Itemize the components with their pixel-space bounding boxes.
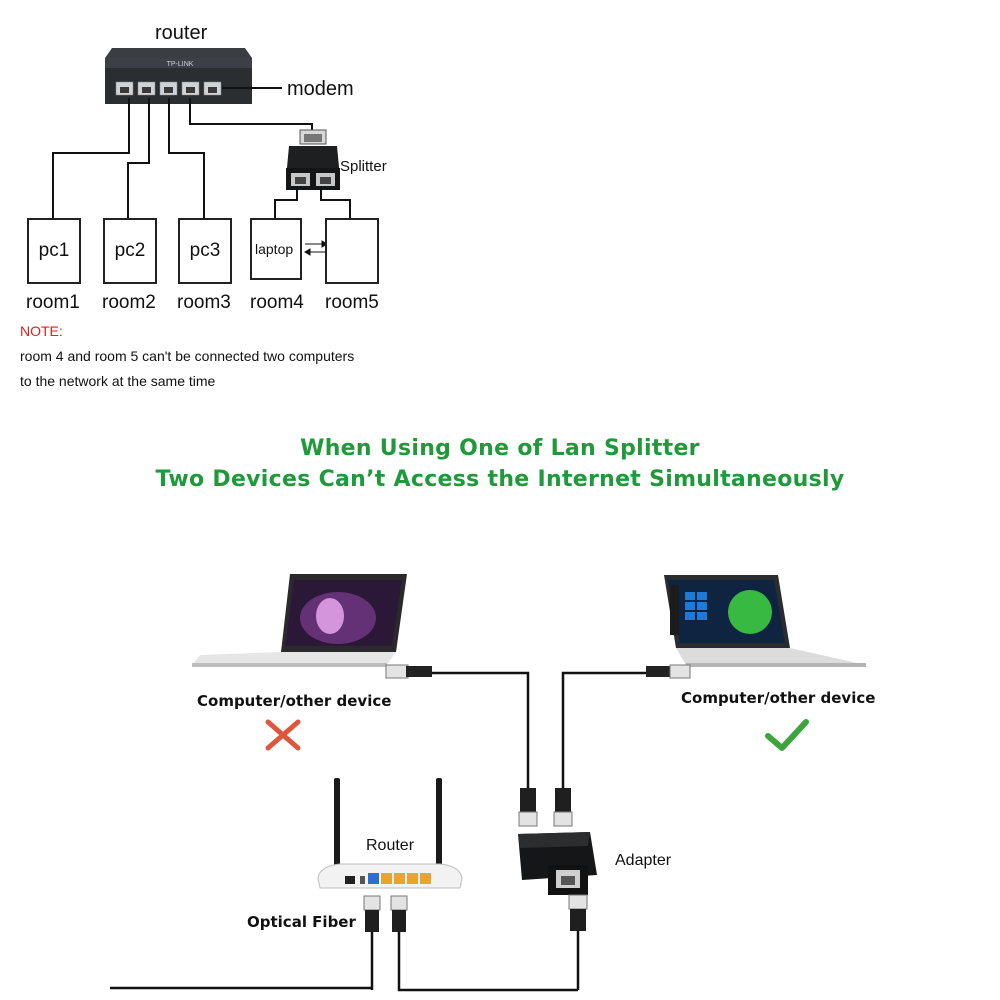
switch-brand: TP-LINK — [167, 61, 194, 68]
note-line-2: to the network at the same time — [20, 373, 216, 389]
check-icon — [765, 719, 809, 751]
cross-icon — [265, 719, 301, 751]
headline-line-1: When Using One of Lan Splitter — [300, 436, 700, 461]
adapter-label: Adapter — [615, 852, 672, 869]
router-label: router — [155, 22, 208, 44]
room5-device-box — [325, 218, 379, 284]
room1-label: room1 — [26, 292, 80, 313]
left-device-label: Computer/other device — [197, 692, 392, 710]
pc3-box: pc3 — [178, 218, 232, 284]
left-laptop-plug — [385, 664, 432, 679]
right-laptop-plug — [646, 664, 691, 679]
adapter-device — [518, 832, 597, 895]
swap-arrows-icon — [304, 240, 328, 256]
room4-label: room4 — [250, 292, 304, 313]
right-laptop — [664, 575, 866, 667]
top-cables — [52, 87, 351, 218]
note-title: NOTE: — [20, 323, 63, 339]
bottom-cables — [110, 671, 648, 992]
room5-label: room5 — [325, 292, 379, 313]
modem-label: modem — [287, 78, 354, 100]
pc2-box: pc2 — [103, 218, 157, 284]
room3-label: room3 — [177, 292, 231, 313]
right-device-label: Computer/other device — [681, 689, 876, 707]
pc1-box: pc1 — [27, 218, 81, 284]
splitter-device — [286, 129, 340, 190]
optical-fiber-label: Optical Fiber — [247, 913, 356, 931]
adapter-output-plug — [568, 894, 588, 931]
router-plugs — [363, 895, 408, 932]
laptop-box: laptop — [250, 218, 302, 280]
room2-label: room2 — [102, 292, 156, 313]
left-laptop — [192, 574, 407, 667]
router-bottom-label: Router — [366, 837, 415, 854]
wifi-router — [317, 778, 463, 889]
headline-line-2: Two Devices Can’t Access the Internet Si… — [155, 467, 845, 492]
adapter-input-plugs — [518, 788, 573, 827]
switch-device: TP-LINK — [105, 48, 252, 104]
note-line-1: room 4 and room 5 can't be connected two… — [20, 348, 355, 364]
splitter-label: Splitter — [340, 158, 387, 175]
